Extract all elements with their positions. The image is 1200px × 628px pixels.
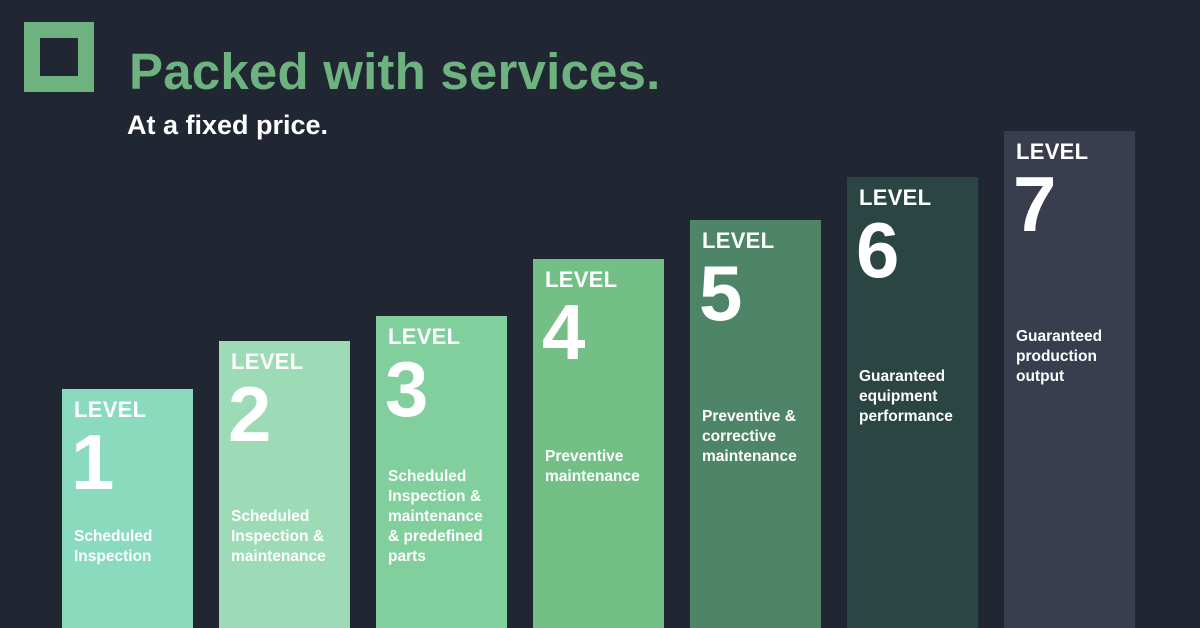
description-line: Guaranteed xyxy=(859,368,946,385)
level-1-column: LEVEL 1 Scheduled Inspection xyxy=(62,389,193,628)
level-label: LEVEL xyxy=(388,324,461,349)
level-number: 6 xyxy=(856,206,900,294)
level-6-column: LEVEL 6 Guaranteed equipment performance xyxy=(847,177,978,628)
level-label: LEVEL xyxy=(74,397,147,422)
level-2-column: LEVEL 2 Scheduled Inspection & maintenan… xyxy=(219,341,350,628)
level-number: 2 xyxy=(228,370,272,458)
level-label: LEVEL xyxy=(231,349,304,374)
description-line: production xyxy=(1016,348,1097,365)
level-label: LEVEL xyxy=(1016,139,1089,164)
description-line: output xyxy=(1016,368,1065,385)
description-line: Inspection & xyxy=(231,528,325,545)
description-line: maintenance xyxy=(702,448,797,465)
level-description: Preventive maintenance xyxy=(545,447,640,487)
level-description: Scheduled Inspection & maintenance xyxy=(231,507,326,567)
level-number: 7 xyxy=(1013,160,1057,248)
level-description: Scheduled Inspection & maintenance & pre… xyxy=(388,467,483,567)
level-4-column: LEVEL 4 Preventive maintenance xyxy=(533,259,664,628)
level-label: LEVEL xyxy=(545,267,618,292)
level-3-column: LEVEL 3 Scheduled Inspection & maintenan… xyxy=(376,316,507,628)
description-line: parts xyxy=(388,548,426,565)
page-title: Packed with services. xyxy=(129,43,661,100)
level-7-column: LEVEL 7 Guaranteed production output xyxy=(1004,131,1135,628)
description-line: Preventive & xyxy=(702,408,796,425)
level-label: LEVEL xyxy=(702,228,775,253)
level-description: Scheduled Inspection xyxy=(74,527,152,567)
page-subtitle: At a fixed price. xyxy=(127,110,329,140)
description-line: Scheduled xyxy=(74,528,153,545)
description-line: Inspection xyxy=(74,548,152,565)
level-5-column: LEVEL 5 Preventive & corrective maintena… xyxy=(690,220,821,628)
description-line: corrective xyxy=(702,428,777,445)
description-line: Preventive xyxy=(545,448,624,465)
level-number: 3 xyxy=(385,345,429,433)
description-line: & predefined xyxy=(388,528,483,545)
description-line: Guaranteed xyxy=(1016,328,1103,345)
description-line: maintenance xyxy=(231,548,326,565)
level-number: 4 xyxy=(542,288,586,376)
level-label: LEVEL xyxy=(859,185,932,210)
logo-square-icon xyxy=(24,22,94,92)
description-line: Scheduled xyxy=(231,508,310,525)
description-line: maintenance xyxy=(388,508,483,525)
logo-square-inner xyxy=(40,38,78,76)
level-description: Preventive & corrective maintenance xyxy=(702,407,797,467)
description-line: Inspection & xyxy=(388,488,482,505)
description-line: equipment xyxy=(859,388,938,405)
description-line: performance xyxy=(859,408,953,425)
level-number: 5 xyxy=(699,249,743,337)
level-number: 1 xyxy=(71,418,115,506)
description-line: Scheduled xyxy=(388,468,467,485)
level-description: Guaranteed equipment performance xyxy=(859,367,953,427)
level-description: Guaranteed production output xyxy=(1016,327,1102,387)
description-line: maintenance xyxy=(545,468,640,485)
